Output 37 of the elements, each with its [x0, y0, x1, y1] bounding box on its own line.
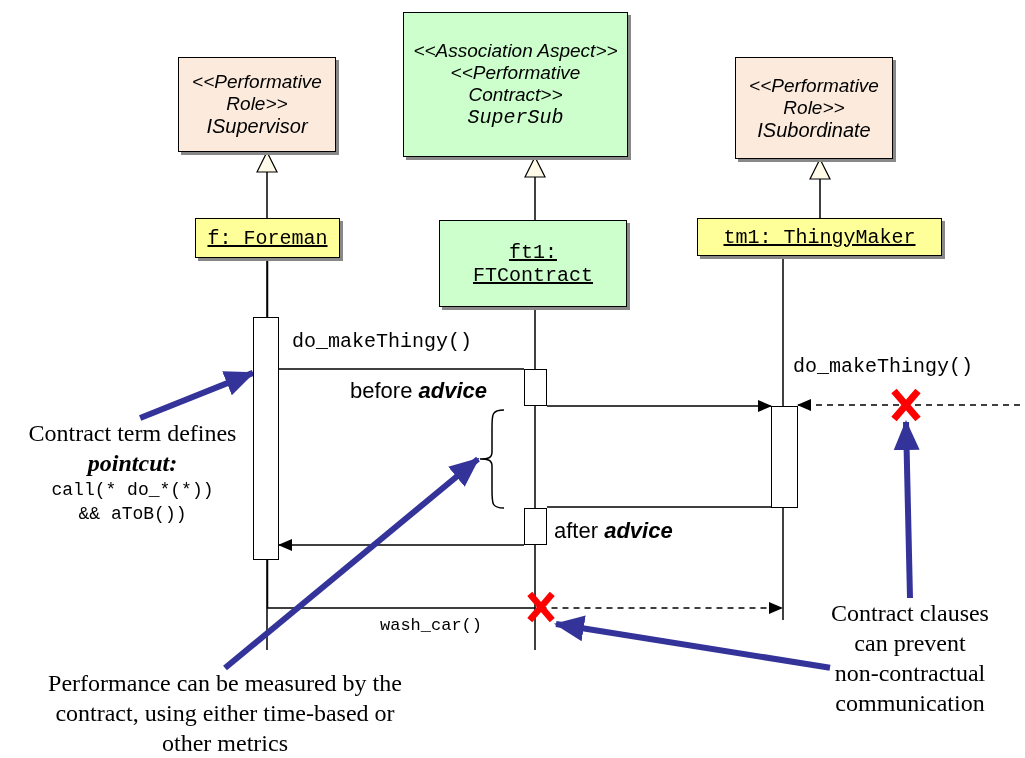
advice-label: after advice [554, 518, 673, 544]
stereotype-label: <<Association Aspect>> [413, 40, 618, 62]
class-box [735, 57, 893, 159]
class-name: ISubordinate [757, 118, 871, 142]
pointer-arrow [893, 420, 920, 599]
activation-bar [524, 369, 547, 406]
advice-label: before advice [350, 378, 487, 404]
message-arrow [278, 539, 525, 551]
curly-brace [478, 408, 506, 510]
object-box [195, 218, 340, 258]
class-name: SuperSub [467, 106, 564, 129]
object-box [697, 218, 942, 256]
activation-bar [771, 406, 798, 508]
stereotype-label: <<Performative Role>> [748, 74, 880, 119]
stereotype-label: <<Performative Role>> [191, 71, 323, 115]
cross-mark-icon [526, 590, 556, 624]
stereotype-label: <<Performative Contract>> [449, 62, 582, 106]
object-name: tm1: ThingyMaker [722, 225, 917, 249]
pointer-arrow [139, 370, 255, 421]
class-box [403, 12, 628, 157]
object-box [439, 220, 627, 307]
activation-bar [524, 508, 547, 545]
class-name: ISupervisor [206, 115, 308, 138]
pointer-arrow [223, 456, 480, 671]
pointcut-code: call(* do_*(*)) && aToB()) [50, 479, 215, 527]
pointer-arrow [554, 615, 831, 671]
message-arrow [797, 399, 1021, 411]
class-box [178, 57, 336, 152]
annotation-text: Performance can be measured by the contract, using either time-based or other metrics [47, 669, 403, 758]
annotation-text: Contract term defines pointcut: [27, 419, 238, 478]
object-name: ft1: FTContract [472, 240, 594, 287]
message-arrow [546, 400, 772, 412]
message-label: wash_car() [380, 616, 483, 635]
cross-mark-icon [890, 388, 922, 422]
annotation-text: Contract clauses can prevent non-contractual communication [830, 599, 990, 718]
object-name: f: Foreman [206, 226, 329, 250]
activation-bar [253, 317, 279, 560]
